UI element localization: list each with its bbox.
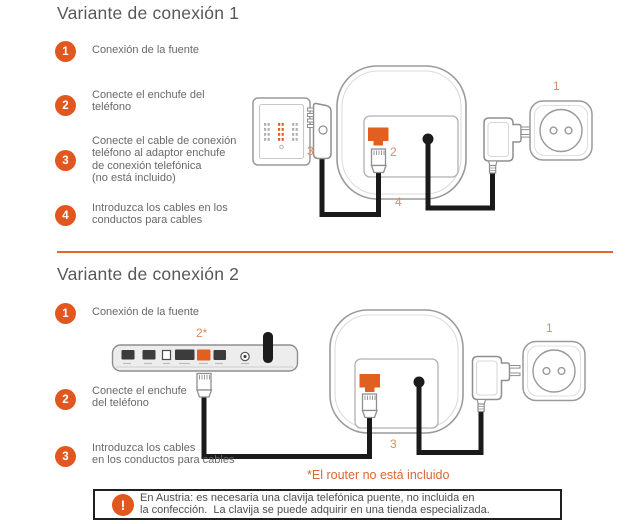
v2-power-connector (413, 376, 425, 388)
v2-power-adapter-graphic (471, 355, 521, 413)
v2-step-3-badge: 3 (55, 446, 76, 467)
v2-step-1-badge: 1 (55, 303, 76, 324)
v1-power-cable (425, 140, 495, 211)
v1-step-2-text: Conecte el enchufe del teléfono (92, 89, 205, 114)
v2-step-3-text: Introduzca los cables en los conductos p… (92, 442, 235, 467)
v2-phone-port-graphic (359, 374, 380, 392)
v2-router-phone-plug-graphic (196, 372, 213, 398)
v1-step-1-badge: 1 (55, 41, 76, 62)
v2-step-2-text: Conecte el enchufe del teléfono (92, 385, 187, 410)
v2-power-outlet-graphic (522, 340, 586, 402)
v1-power-adapter-graphic (483, 117, 533, 174)
section2-title: Variante de conexión 2 (57, 264, 240, 284)
v2-label-outlet: 1 (546, 321, 553, 335)
v2-step-2-badge: 2 (55, 389, 76, 410)
v2-phone-plug-graphic (361, 393, 378, 419)
v1-step-3-badge: 3 (55, 150, 76, 171)
v1-phone-cable (319, 156, 381, 217)
v1-phone-port-graphic (368, 127, 389, 146)
v2-step-1-text: Conexión de la fuente (92, 306, 200, 318)
v1-step-4-badge: 4 (55, 205, 76, 226)
v1-phone-plug-graphic (370, 148, 387, 174)
warning-exclamation-icon: ! (112, 494, 134, 516)
v1-step-3-text: Conecte el cable de conexión teléfono al… (92, 135, 237, 185)
v2-base-station-graphic (329, 309, 464, 434)
router-note: *El router no está incluido (307, 468, 450, 482)
v2-label-router-port: 2* (196, 326, 208, 340)
v1-label-cables: 4 (395, 195, 402, 209)
v2-label-cables: 3 (390, 437, 397, 451)
v1-base-station-graphic (336, 65, 467, 200)
warning-box: ! En Austria: es necesaria una clavija t… (93, 489, 562, 520)
v1-label-outlet: 1 (553, 79, 560, 93)
v1-power-connector (422, 133, 434, 145)
v1-label-phone-plug: 2 (390, 145, 397, 159)
v1-step-4-text: Introduzca los cables en los conductos p… (92, 202, 228, 227)
v1-step-2-badge: 2 (55, 95, 76, 116)
v1-step-1-text: Conexión de la fuente (92, 44, 200, 56)
warning-text: En Austria: es necesaria una clavija tel… (140, 492, 490, 516)
section-divider (57, 251, 613, 253)
v1-power-outlet-graphic (529, 100, 593, 161)
router-antenna (263, 332, 273, 363)
v1-label-adapter: 3 (307, 144, 314, 158)
v1-wall-phone-socket-graphic (252, 97, 311, 166)
section1-title: Variante de conexión 1 (57, 3, 240, 23)
v2-power-cable (416, 384, 484, 455)
